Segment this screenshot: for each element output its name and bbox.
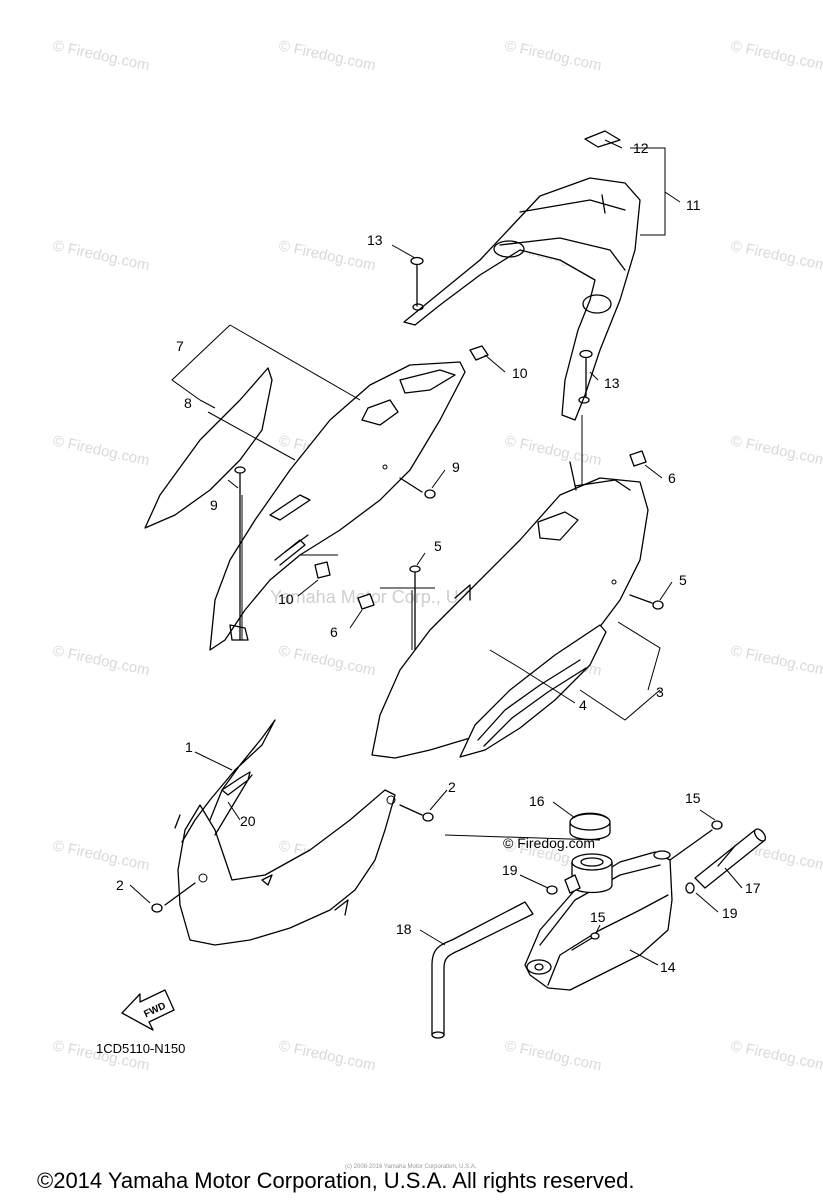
clip-10-bottom [314,561,331,579]
callout-15-bottom: 15 [590,909,606,925]
screw-13-right [579,349,593,397]
watermark-text: © Firedog.com [729,642,823,679]
callout-labels: 12 11 13 13 7 8 10 9 9 6 10 6 5 5 3 4 1 … [116,140,761,975]
watermark-text: © Firedog.com [503,1037,603,1074]
screw-5-left [409,565,421,651]
part-label-patch [584,130,621,148]
center-watermark: Yamaha Motor Corp., U.S.A. [270,587,498,607]
callout-1: 1 [185,739,193,755]
callout-18: 18 [396,921,412,937]
watermark-text: © Firedog.com [51,642,151,679]
watermark-text: © Firedog.com [51,837,151,874]
bolt-15-top [669,820,723,861]
callout-6-bottom: 6 [330,624,338,640]
callout-6-top: 6 [668,470,676,486]
watermark-text: © Firedog.com [51,37,151,74]
callout-10-top: 10 [512,365,528,381]
callout-16: 16 [529,793,545,809]
drawing-code: 1CD5110-N150 [96,1041,185,1056]
watermark-text: © Firedog.com [277,642,377,679]
callout-3: 3 [656,684,664,700]
screw-2-left [151,882,196,913]
watermark-text: © Firedog.com [51,237,151,274]
watermark-text: © Firedog.com [277,1037,377,1074]
nut-6-bottom [357,593,375,610]
part-rear-cover [403,177,641,421]
watermark-text: © Firedog.com [503,432,603,469]
callout-5-left: 5 [434,538,442,554]
part-decal-8 [144,367,273,529]
watermark-text: © Firedog.com [503,37,603,74]
callout-13-right: 13 [604,375,620,391]
bolt-15-bottom [571,932,600,951]
watermark-text: © Firedog.com [277,237,377,274]
screw-9-right [399,477,436,499]
callout-13-top: 13 [367,232,383,248]
watermark-text: © Firedog.com [51,432,151,469]
footer-copyright: ©2014 Yamaha Motor Corporation, U.S.A. A… [37,1168,634,1193]
part-side-panel-left [209,361,466,651]
clip-10-top [469,345,489,361]
callout-20: 20 [240,813,256,829]
watermark-grid: © Firedog.com © Firedog.com © Firedog.com ©… [51,37,823,1074]
part-oil-cap [569,812,611,841]
watermark-text: © Firedog.com [729,432,823,469]
part-front-cover [174,719,396,946]
callout-19-left: 19 [502,862,518,878]
watermark-text: © Firedog.com [277,37,377,74]
inline-watermark: © Firedog.com [503,835,595,851]
part-decal-20 [221,771,251,796]
watermark-text: © Firedog.com [729,237,823,274]
screw-2-right [399,804,434,822]
leader-lines [129,139,743,966]
callout-2-left: 2 [116,877,124,893]
part-decal-zuma [459,624,607,758]
callout-2-right: 2 [448,779,456,795]
screw-5-right [629,594,664,610]
callout-10-bottom: 10 [278,591,294,607]
watermark-text: © Firedog.com [729,37,823,74]
clamp-19-right [685,882,695,894]
pipe-17-end [753,828,767,842]
fwd-arrow: FWD [121,989,175,1031]
callout-19-right: 19 [722,905,738,921]
callout-11: 11 [686,197,701,213]
nut-6-top [629,450,647,467]
small-copyright: (c) 2008-2016 Yamaha Motor Corporation, … [345,1164,477,1170]
clamp-19-left [546,885,558,895]
callout-7: 7 [176,338,184,354]
callout-15-top: 15 [685,790,701,806]
callout-8: 8 [184,395,192,411]
pipe-17-joint [717,845,736,867]
part-oil-tank [524,850,673,991]
callout-14: 14 [660,959,676,975]
screw-9-left [234,466,246,641]
callout-9-right: 9 [452,459,460,475]
callout-12: 12 [633,140,649,156]
hose-18-end [431,1031,445,1039]
watermark-text: © Firedog.com [729,1037,823,1074]
screw-13-top [410,256,424,307]
part-hose-18 [431,901,534,1036]
callout-17: 17 [745,880,761,896]
callout-9-left: 9 [210,497,218,513]
callout-5-right: 5 [679,572,687,588]
callout-4: 4 [579,697,587,713]
